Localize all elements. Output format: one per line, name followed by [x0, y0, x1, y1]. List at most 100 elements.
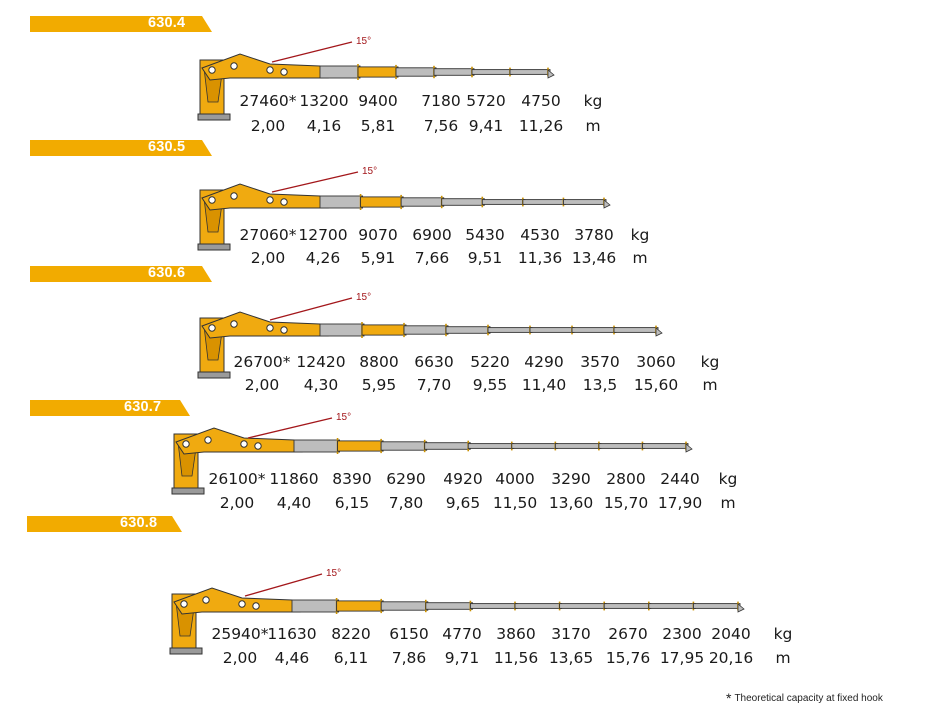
distance-value: 6,11	[333, 649, 369, 667]
model-tag-shape	[30, 266, 212, 282]
distance-value: 9,41	[468, 117, 504, 135]
joint-pin	[204, 436, 212, 444]
boom-extension	[692, 603, 741, 609]
crane-base	[197, 243, 231, 251]
load-value: 6150	[389, 625, 429, 643]
distance-value: 5,91	[360, 249, 396, 267]
crane-base	[197, 113, 231, 121]
load-unit: kg	[718, 470, 738, 488]
angle-line	[269, 297, 353, 321]
joint-pin	[266, 196, 274, 204]
model-tag: 630.4	[30, 15, 212, 32]
load-value: 25940*	[211, 625, 269, 643]
distance-value: 7,66	[414, 249, 450, 267]
angle-label: 15°	[336, 412, 351, 423]
distance-value: 13,5	[582, 376, 618, 394]
boom-extension	[559, 603, 607, 609]
load-value: 3290	[551, 470, 591, 488]
boom-extension	[336, 600, 384, 612]
distance-value: 15,70	[603, 494, 649, 512]
model-name: 630.4	[148, 15, 186, 31]
joint-pin	[280, 326, 288, 334]
distance-value: 9,51	[467, 249, 503, 267]
model-tag: 630.8	[27, 515, 182, 532]
load-unit: kg	[773, 625, 793, 643]
distance-unit: m	[585, 117, 601, 135]
load-value: 2800	[606, 470, 646, 488]
distance-value: 15,60	[633, 376, 679, 394]
boom-extension	[291, 599, 340, 613]
joint-pin	[240, 440, 248, 448]
footnote-symbol: *	[726, 690, 732, 706]
distance-value: 2,00	[250, 117, 286, 135]
load-value: 9070	[358, 226, 398, 244]
boom-tip	[737, 603, 745, 613]
boom-extension	[648, 603, 696, 609]
load-value: 11630	[267, 625, 317, 643]
angle-line	[271, 171, 359, 193]
joint-pin	[238, 600, 246, 608]
load-value: 11860	[269, 470, 319, 488]
load-value: 26100*	[208, 470, 266, 488]
boom-tip	[685, 443, 693, 453]
crane-base	[197, 371, 231, 379]
distance-value: 15,76	[605, 649, 651, 667]
distance-value: 5,95	[361, 376, 397, 394]
model-tag-shape	[30, 16, 212, 32]
distance-value: 11,56	[493, 649, 539, 667]
load-value: 3780	[574, 226, 614, 244]
joint-pin	[208, 324, 216, 332]
distance-value: 20,16	[708, 649, 754, 667]
joint-pin	[266, 324, 274, 332]
model-name: 630.6	[148, 265, 186, 281]
distance-value: 13,60	[548, 494, 594, 512]
load-value: 12420	[296, 353, 346, 371]
joint-pin	[230, 320, 238, 328]
boom-extension	[380, 601, 429, 611]
load-value: 2300	[662, 625, 702, 643]
footnote-text: Theoretical capacity at fixed hook	[734, 693, 883, 704]
load-value: 13200	[299, 92, 349, 110]
distance-value: 2,00	[244, 376, 280, 394]
angle-line	[247, 417, 333, 439]
load-value: 27460*	[239, 92, 297, 110]
joint-pin	[230, 192, 238, 200]
footnote: *Theoretical capacity at fixed hook	[726, 690, 883, 706]
load-value: 2440	[660, 470, 700, 488]
distance-value: 2,00	[219, 494, 255, 512]
load-value: 27060*	[239, 226, 297, 244]
angle-label: 15°	[356, 36, 371, 47]
model-tag-shape	[30, 400, 190, 416]
boom-extension	[603, 603, 652, 609]
crane-base	[169, 647, 203, 655]
distance-value: 6,15	[334, 494, 370, 512]
model-tag-bg	[27, 516, 182, 532]
load-unit: kg	[700, 353, 720, 371]
distance-value: 5,81	[360, 117, 396, 135]
load-value: 2040	[711, 625, 751, 643]
angle-line	[244, 573, 323, 597]
boom-tip	[603, 199, 611, 209]
distance-value: 11,26	[518, 117, 564, 135]
joint-pin	[208, 66, 216, 74]
boom-extension	[514, 603, 563, 609]
distance-value: 2,00	[250, 249, 286, 267]
model-tag-bg	[30, 16, 212, 32]
load-value: 7180	[421, 92, 461, 110]
joint-pin	[252, 602, 260, 610]
joint-pin	[182, 440, 190, 448]
load-unit: kg	[583, 92, 603, 110]
load-value: 26700*	[233, 353, 291, 371]
distance-value: 17,95	[659, 649, 705, 667]
distance-value: 13,46	[571, 249, 617, 267]
